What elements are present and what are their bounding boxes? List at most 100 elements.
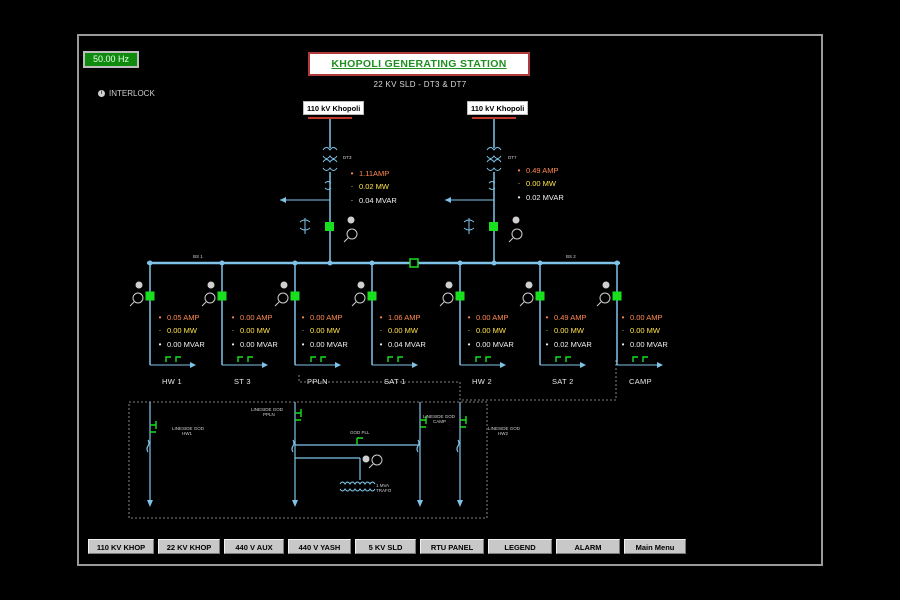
info-icon: i <box>98 90 105 98</box>
interlock-indicator[interactable]: i INTERLOCK <box>98 89 155 98</box>
mvar-value: 0.04 MVAR <box>388 339 426 349</box>
mw-value: 0.00 MW <box>526 179 557 189</box>
feeder-breaker[interactable] <box>217 291 227 301</box>
feeder-switch[interactable] <box>310 356 326 362</box>
amp-value: 1.06 AMP <box>388 312 421 322</box>
meter-icon[interactable] <box>596 281 611 307</box>
feeder-switch[interactable] <box>632 356 648 362</box>
feeder-switch[interactable] <box>165 356 181 362</box>
amp-bullet-icon: • <box>517 165 521 175</box>
incomer-breaker-dt7[interactable] <box>489 222 498 231</box>
interlock-label: INTERLOCK <box>109 89 155 98</box>
mw-bullet-icon: · <box>545 326 549 336</box>
feeder-group <box>129 263 663 368</box>
source-label-dt3: 110 kV Khopoli <box>303 101 365 115</box>
nav-110kv-khop-button[interactable]: 110 KV KHOP <box>88 539 154 554</box>
feeder-readings: •0.00 AMP·0.00 MW•0.00 MVAR <box>296 311 348 352</box>
page-title: KHOPOLI GENERATING STATION <box>308 52 530 76</box>
feeder-sat-2 <box>519 263 586 368</box>
source-readings-dt3: •1.11AMP ·0.02 MW ·0.04 MVAR <box>345 167 397 208</box>
feeder-switch[interactable] <box>387 356 403 362</box>
feeder-switch[interactable] <box>475 356 491 362</box>
nav-5kv-sld-button[interactable]: 5 KV SLD <box>355 539 416 554</box>
mw-bullet-icon: · <box>301 326 305 336</box>
meter-icon[interactable] <box>439 281 454 307</box>
feeder-sat-1 <box>351 263 418 368</box>
sld-panel <box>77 34 823 566</box>
transformer-label-dt7: DT7 <box>508 155 517 160</box>
feeder-name: PPLN <box>307 377 328 386</box>
nav-440v-aux-button[interactable]: 440 V AUX <box>224 539 284 554</box>
feeder-breaker[interactable] <box>455 291 465 301</box>
bus-coupler[interactable] <box>409 258 419 268</box>
nav-440v-yash-button[interactable]: 440 V YASH <box>288 539 351 554</box>
feeder-breaker[interactable] <box>535 291 545 301</box>
mw-bullet-icon: · <box>517 179 521 189</box>
source-incomer-dt3 <box>280 117 352 262</box>
trafo-1mva-icon <box>339 481 376 492</box>
feeder-readings: •1.06 AMP·0.00 MW•0.04 MVAR <box>374 311 426 352</box>
meter-dt7-icon[interactable] <box>508 216 523 243</box>
feeder-name: ST 3 <box>234 377 251 386</box>
meter-dt3-icon[interactable] <box>343 216 358 243</box>
mw-value: 0.02 MW <box>359 182 390 192</box>
amp-bullet-icon: • <box>621 312 625 322</box>
feeder-readings: •0.49 AMP·0.00 MW•0.02 MVAR <box>540 311 592 352</box>
source-incomer-dt7 <box>445 117 516 262</box>
mvar-bullet-icon: • <box>231 339 235 349</box>
transformer-dt3-icon <box>322 147 338 190</box>
nav-22kv-khop-button[interactable]: 22 KV KHOP <box>158 539 220 554</box>
mvar-value: 0.02 MVAR <box>526 192 564 202</box>
amp-value: 0.00 AMP <box>476 312 509 322</box>
bus-label-left: BS 1 <box>193 254 203 259</box>
transformer-dt7-icon <box>486 147 502 190</box>
mvar-bullet-icon: · <box>350 195 354 205</box>
feeder-readings: •0.00 AMP·0.00 MW•0.00 MVAR <box>462 311 514 352</box>
meter-trafo-icon[interactable] <box>362 454 383 469</box>
amp-bullet-icon: • <box>158 312 162 322</box>
feeder-breaker[interactable] <box>367 291 377 301</box>
mw-bullet-icon: · <box>350 182 354 192</box>
mvar-value: 0.00 MVAR <box>630 339 668 349</box>
feeder-hw-1 <box>129 263 196 368</box>
meter-icon[interactable] <box>274 281 289 307</box>
mvar-bullet-icon: • <box>621 339 625 349</box>
feeder-hw-2 <box>439 263 506 368</box>
source-readings-dt7: •0.49 AMP ·0.00 MW •0.02 MVAR <box>512 164 564 205</box>
meter-icon[interactable] <box>129 281 144 307</box>
feeder-breaker[interactable] <box>290 291 300 301</box>
lineside-switches[interactable] <box>150 409 467 445</box>
feeder-breaker[interactable] <box>612 291 622 301</box>
feeder-name: HW 2 <box>472 377 492 386</box>
feeder-camp <box>596 263 663 368</box>
amp-value: 0.05 AMP <box>167 312 200 322</box>
meter-icon[interactable] <box>519 281 534 307</box>
amp-value: 0.49 AMP <box>526 165 559 175</box>
nav-main-menu-button[interactable]: Main Menu <box>624 539 686 554</box>
nav-legend-button[interactable]: LEGEND <box>488 539 552 554</box>
amp-bullet-icon: • <box>379 312 383 322</box>
feeder-name: SAT 2 <box>552 377 574 386</box>
mvar-value: 0.00 MVAR <box>167 339 205 349</box>
incomer-breaker-dt3[interactable] <box>325 222 334 231</box>
ct-dt3-icon <box>299 218 311 234</box>
frequency-value: 50.00 <box>92 54 116 64</box>
amp-bullet-icon: • <box>231 312 235 322</box>
label-god-pll: GOD PLL <box>350 430 370 435</box>
mvar-value: 0.02 MVAR <box>554 339 592 349</box>
amp-value: 0.49 AMP <box>554 312 587 322</box>
meter-icon[interactable] <box>201 281 216 307</box>
mw-bullet-icon: · <box>158 326 162 336</box>
nav-alarm-button[interactable]: ALARM <box>556 539 620 554</box>
amp-bullet-icon: • <box>545 312 549 322</box>
feeder-switch[interactable] <box>555 356 571 362</box>
feeder-switch[interactable] <box>237 356 253 362</box>
mw-bullet-icon: · <box>467 326 471 336</box>
mw-value: 0.00 MW <box>167 326 198 336</box>
nav-rtu-panel-button[interactable]: RTU PANEL <box>420 539 484 554</box>
feeder-breaker[interactable] <box>145 291 155 301</box>
meter-icon[interactable] <box>351 281 366 307</box>
